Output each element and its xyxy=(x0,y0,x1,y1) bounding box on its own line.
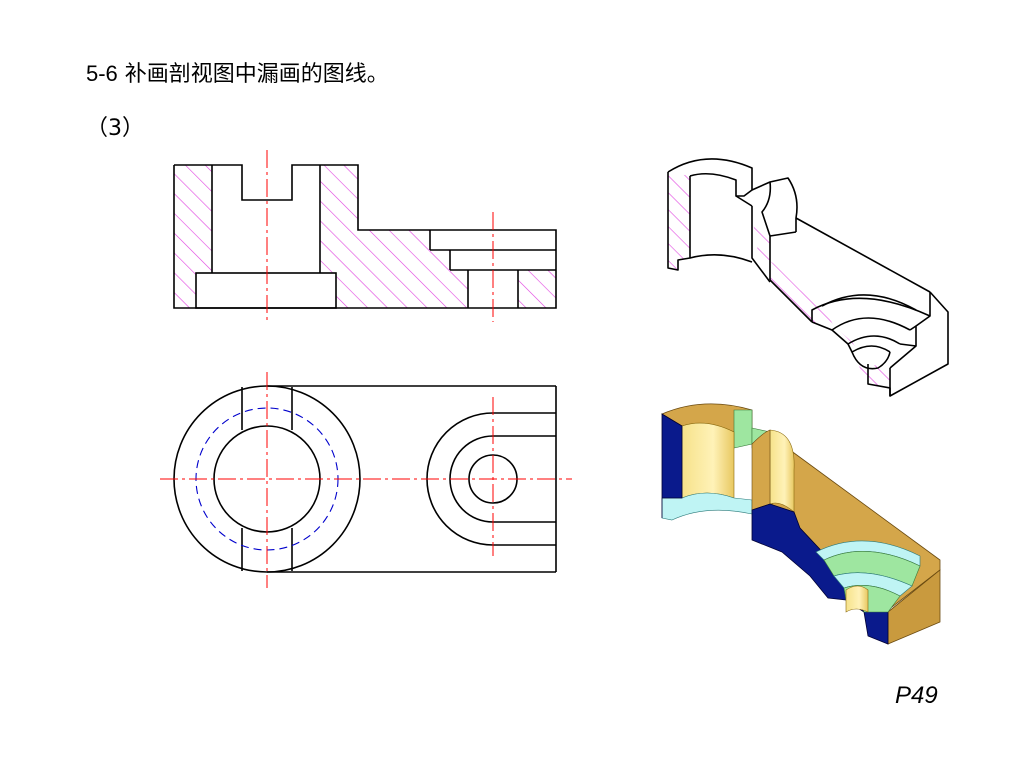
iso-hatching xyxy=(668,172,890,388)
exercise-instruction: 补画剖视图中漏画的图线。 xyxy=(124,62,389,87)
shaded-3d-model xyxy=(661,403,941,645)
sub-item-label: （3） xyxy=(86,116,144,141)
page-number: P49 xyxy=(895,682,938,709)
front-section-view xyxy=(173,150,557,322)
exercise-title: 5-6 补画剖视图中漏画的图线。 xyxy=(86,56,389,88)
top-view xyxy=(160,372,572,588)
exercise-number: 5-6 xyxy=(86,61,118,86)
front-center-lines xyxy=(266,150,494,322)
top-center-lines xyxy=(160,372,572,588)
section-hatching xyxy=(174,165,556,308)
isometric-line-drawing xyxy=(667,158,949,397)
iso-outline xyxy=(667,158,949,397)
front-view-outline xyxy=(173,164,557,309)
